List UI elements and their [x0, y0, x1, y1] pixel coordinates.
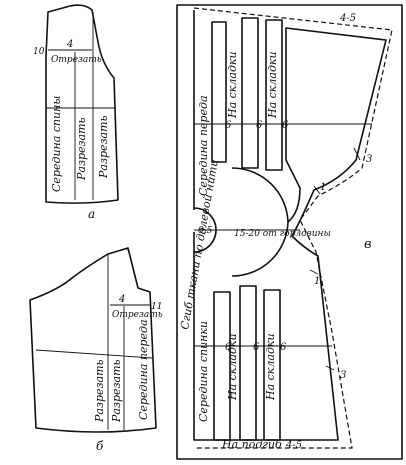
tick-1-bottom — [309, 269, 319, 275]
pattern-b-caption: б — [96, 439, 104, 453]
pattern-a-outline — [45, 4, 119, 204]
pleat-label-2: На складки — [266, 51, 279, 119]
fabric-border — [176, 4, 403, 460]
pattern-a-cut-2: Разрезать — [97, 116, 110, 180]
pleat-strip-3 — [265, 19, 283, 171]
center-back-label: Середина спинки — [197, 321, 210, 422]
pattern-b-measure-11: 11 — [151, 302, 162, 312]
center-front-label: Середина переда — [197, 95, 210, 196]
pleat-strip-2 — [241, 17, 259, 169]
six-label-2: 6 — [256, 120, 263, 131]
pattern-c: 4-5 Сгиб ткани по долевой нити Середина … — [176, 4, 403, 460]
value-1-bottom-label: 1 — [314, 276, 320, 287]
pattern-a-caption: а — [88, 207, 95, 221]
pattern-b-center-front: Середина переда — [137, 319, 150, 420]
pleat-label-4: На складки — [264, 333, 277, 401]
pattern-c-caption: в — [364, 237, 372, 252]
value-3-bottom-label: 3 — [340, 370, 346, 381]
pattern-b-measure-4: 4 — [118, 294, 125, 305]
six-label-4: 6 — [225, 342, 232, 353]
pattern-a-measure-10: 10 — [33, 47, 45, 57]
pleat-label-3: На складки — [226, 333, 239, 401]
pattern-a-center-back: Середина спины — [50, 96, 63, 192]
pleat-strip-1 — [211, 21, 227, 163]
tick-3-top — [353, 147, 361, 161]
pattern-a-cut-1: Разрезать — [75, 118, 88, 182]
cutting-contour — [193, 10, 387, 441]
pleat-label-1: На складки — [226, 51, 239, 119]
pattern-b: 4 11 Отрезать Разрезать Разрезать Середи… — [29, 247, 163, 453]
pleat-strip-4 — [213, 291, 231, 441]
value-05-label: 0,5 — [198, 226, 213, 236]
six-label-5: 6 — [253, 342, 260, 353]
pattern-a-measure-4: 4 — [66, 39, 73, 50]
pleat-strip-5 — [239, 285, 257, 441]
pattern-a-cut-note: Отрезать — [51, 55, 102, 65]
six-label-6: 6 — [280, 342, 287, 353]
six-label-1: 6 — [225, 120, 232, 131]
value-1-top-label: 1 — [320, 182, 326, 193]
pleat-strip-6 — [263, 289, 281, 441]
six-label-3: 6 — [282, 120, 289, 131]
pattern-b-cut-note: Отрезать — [112, 310, 163, 320]
tick-3-bottom — [325, 365, 335, 371]
pattern-a: 10 4 Отрезать Середина спины Разрезать Р… — [33, 4, 119, 221]
tick-1-top — [313, 185, 321, 195]
pattern-b-horizontal — [35, 349, 153, 359]
allowance-contour — [193, 7, 393, 449]
hem-top-label: 4-5 — [339, 13, 356, 24]
value-3-top-label: 3 — [366, 154, 372, 165]
neck-allowance-label: 15-20 от горловины — [234, 229, 331, 239]
pattern-b-cut-1: Разрезать — [93, 360, 106, 424]
pattern-b-cut-2: Разрезать — [110, 360, 123, 424]
hem-bottom-label: 4-5 — [285, 440, 302, 451]
neckline-arc — [231, 167, 289, 277]
hem-label: На подгиб — [221, 438, 282, 451]
